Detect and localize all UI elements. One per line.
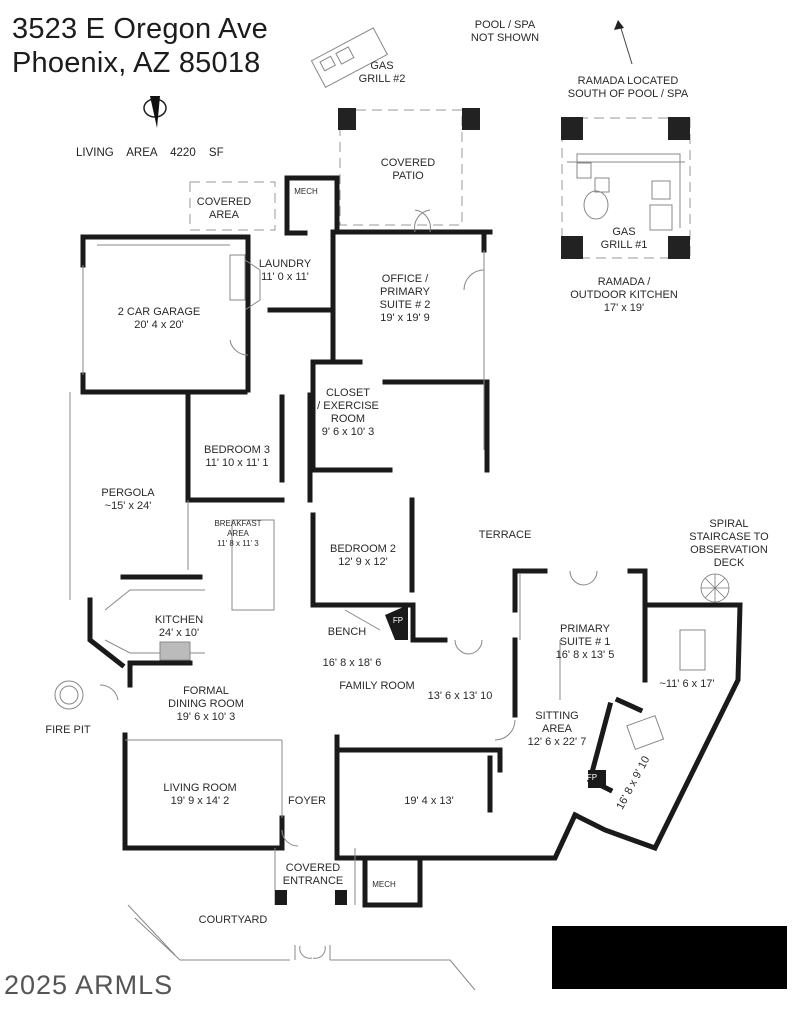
living-area-label: LIVING AREA 4220 SF bbox=[76, 147, 224, 159]
bench-label: BENCH bbox=[327, 626, 367, 638]
address-line-2: Phoenix, AZ 85018 bbox=[12, 47, 261, 79]
redaction-block bbox=[552, 926, 787, 989]
foyer-label: FOYER bbox=[288, 795, 326, 807]
terrace-label: TERRACE bbox=[478, 529, 532, 541]
fire-pit-icon bbox=[54, 680, 84, 710]
fireplace-suite-label: FP bbox=[586, 773, 598, 782]
family-room-dims-2: 13' 6 x 13' 10 bbox=[427, 690, 493, 702]
address-line-1: 3523 E Oregon Ave bbox=[12, 13, 269, 45]
family-room-dims: 16' 8 x 18' 6 bbox=[322, 657, 382, 669]
fireplace-family-label: FP bbox=[392, 616, 404, 625]
courtyard-label: COURTYARD bbox=[198, 914, 268, 926]
copyright-watermark: 2025 ARMLS bbox=[4, 970, 174, 1000]
gas-grill-2-icon bbox=[310, 27, 389, 89]
family-room-label: FAMILY ROOM bbox=[339, 680, 415, 692]
spiral-staircase-icon bbox=[700, 573, 730, 603]
north-arrow-icon bbox=[614, 20, 624, 30]
mech-bottom-label: MECH bbox=[372, 880, 396, 889]
mech-top-label: MECH bbox=[294, 187, 318, 196]
primary-closet-dims: ~11' 6 x 17' bbox=[659, 678, 715, 690]
fire-pit-label: FIRE PIT bbox=[45, 724, 91, 736]
compass-icon bbox=[143, 96, 167, 128]
pergola-label: PERGOLA~15' x 24' bbox=[101, 487, 155, 512]
master-bath-dims: 19' 4 x 13' bbox=[404, 795, 454, 807]
property-address: 3523 E Oregon Ave Phoenix, AZ 85018 bbox=[12, 12, 268, 80]
